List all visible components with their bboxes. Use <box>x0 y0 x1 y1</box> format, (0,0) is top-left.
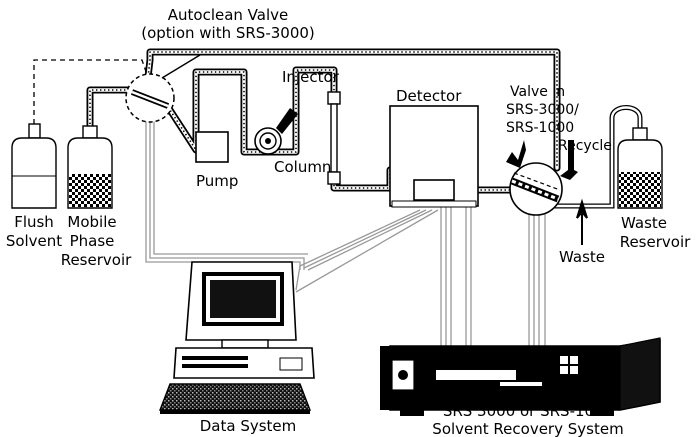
srs-unit <box>380 337 661 416</box>
autoclean-pointer <box>161 54 201 79</box>
srs-label-2: Solvent Recovery System <box>432 420 623 437</box>
flush-solvent-bottle <box>11 123 57 209</box>
injector <box>254 108 298 155</box>
mobile-phase-reservoir <box>67 125 113 209</box>
srs-label-1: SRS 3000 or SRS-1000 <box>443 402 613 420</box>
mobile-label-2: Phase <box>70 232 115 250</box>
data-system-label: Data System <box>200 417 297 435</box>
detector-label: Detector <box>396 87 462 105</box>
waste-arrow <box>576 198 588 245</box>
waste-reservoir-label-1: Waste <box>621 214 667 232</box>
detector <box>389 105 479 208</box>
autoclean-label-2: (option with SRS-3000) <box>141 24 315 42</box>
flush-label-2: Solvent <box>6 232 62 250</box>
autoclean-label-1: Autoclean Valve <box>168 6 289 24</box>
flush-label-1: Flush <box>14 213 54 231</box>
waste-label: Waste <box>559 248 605 266</box>
mobile-label-1: Mobile <box>67 213 116 231</box>
column-label: Column <box>274 158 331 176</box>
valve-in-label-3: SRS-1000 <box>506 120 574 136</box>
injector-label: Injector <box>282 68 340 86</box>
srs-valve <box>509 162 563 216</box>
pump-label: Pump <box>196 172 238 190</box>
recycle-arrow <box>560 140 578 180</box>
valve-arrow <box>506 140 526 168</box>
recycle-label: Recycle <box>558 138 612 154</box>
waste-reservoir-label-2: Reservoir <box>620 233 691 251</box>
signal-cables <box>145 112 546 346</box>
mobile-label-3: Reservoir <box>61 251 132 269</box>
data-system-computer <box>158 261 315 414</box>
waste-reservoir-bottle <box>617 127 663 209</box>
autoclean-valve <box>125 73 175 123</box>
valve-in-label-2: SRS-3000/ <box>506 102 579 118</box>
pump-box <box>195 131 229 163</box>
valve-in-label-1: Valve in <box>510 84 565 100</box>
column <box>327 91 341 185</box>
